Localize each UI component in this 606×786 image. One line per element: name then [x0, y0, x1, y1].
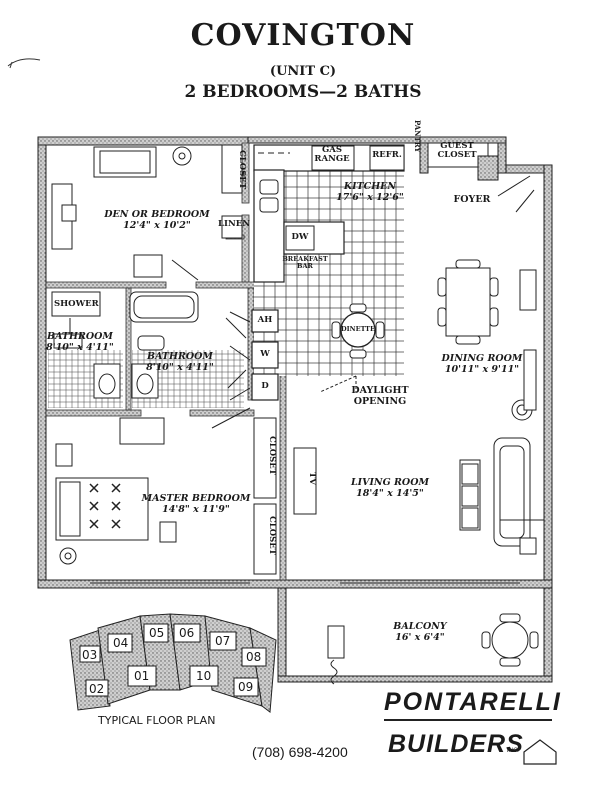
phone-number: (708) 698-4200: [252, 744, 348, 760]
brand-name: PONTARELLI: [384, 688, 562, 716]
stray-mark: [7, 58, 41, 69]
shower-stall: [51, 291, 101, 317]
closet-3-label: CLOSET: [267, 516, 277, 556]
dishwasher-label: DW: [291, 232, 309, 242]
key-unit-05: 05: [149, 626, 165, 640]
key-unit-06: 06: [179, 626, 195, 640]
key-unit-07: 07: [215, 634, 231, 648]
key-unit-04: 04: [113, 636, 129, 650]
pantry-label: PANTRY: [413, 120, 422, 153]
dining-table: [445, 267, 491, 337]
interior-walls: [45, 142, 287, 581]
tv-cabinet: [293, 447, 317, 515]
tv-label: TV: [307, 472, 317, 485]
pontarelli-logo: [523, 739, 557, 765]
unit-label: (UNIT C): [269, 64, 337, 79]
foyer-label: FOYER: [453, 194, 491, 205]
dinette-label: DINETTE: [341, 325, 375, 333]
closet-label: CLOSET: [237, 150, 247, 190]
linen-label: LINEN: [218, 219, 250, 229]
key-unit-09: 09: [238, 680, 254, 694]
balcony-table: [491, 621, 529, 659]
key-unit-03: 03: [82, 648, 98, 662]
dryer-label: D: [261, 381, 269, 391]
typical-floor-plan-caption: TYPICAL FLOOR PLAN: [98, 714, 216, 727]
dresser: [119, 417, 165, 445]
brand-builders: BUILDERS: [388, 730, 524, 758]
plan-title: COVINGTON: [190, 18, 416, 53]
shower-label: SHOWER: [54, 299, 99, 309]
closet-2-label: CLOSET: [267, 436, 277, 476]
key-unit-02: 02: [89, 682, 105, 696]
refrigerator-label: REFR.: [372, 150, 402, 160]
dinette-table: [340, 312, 376, 348]
washer-label: W: [260, 349, 270, 359]
air-handler-label: AH: [257, 315, 273, 325]
outer-walls: [37, 136, 553, 683]
key-unit-08: 08: [246, 650, 262, 664]
key-unit-01: 01: [134, 669, 150, 683]
key-unit-10: 10: [196, 669, 212, 683]
bedrooms-baths-label: 2 BEDROOMS—2 BATHS: [184, 82, 422, 102]
brand-inc: INC.: [507, 748, 519, 754]
